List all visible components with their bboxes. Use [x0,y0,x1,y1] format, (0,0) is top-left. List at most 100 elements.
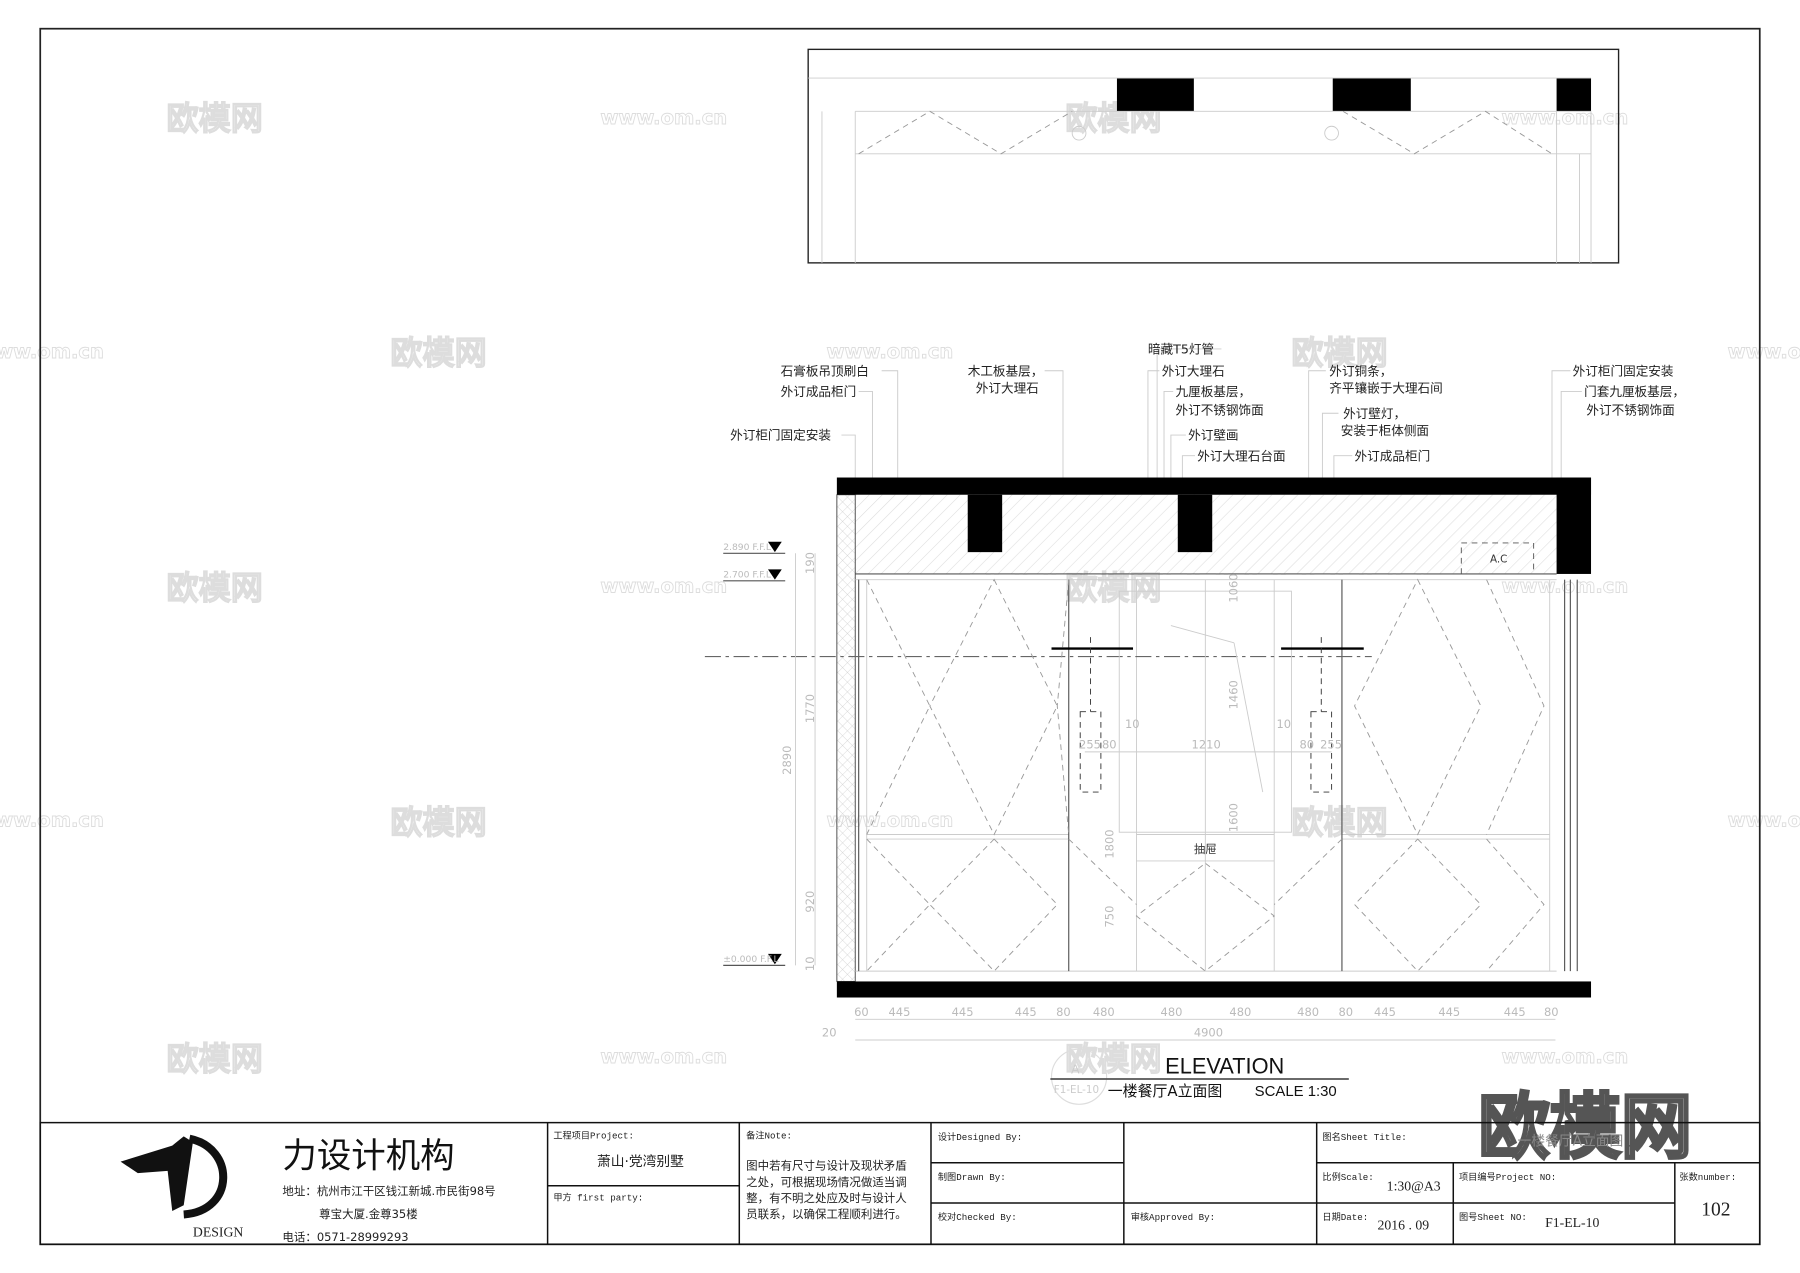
svg-text:整，有不明之处应及时与设计人: 整，有不明之处应及时与设计人 [746,1191,907,1205]
svg-text:比例Scale:: 比例Scale: [1322,1171,1373,1183]
svg-text:设计Designed By:: 设计Designed By: [938,1131,1022,1143]
svg-text:www.om.cn: www.om.cn [0,808,104,831]
svg-text:图号Sheet NO:: 图号Sheet NO: [1459,1212,1527,1223]
svg-text:萧山·党湾别墅: 萧山·党湾别墅 [597,1153,684,1170]
svg-text:张数number:: 张数number: [1679,1171,1736,1183]
svg-text:1:30@A3: 1:30@A3 [1387,1178,1441,1193]
svg-text:欧模网: 欧模网 [1291,803,1387,841]
svg-text:外订不锈钢饰面: 外订不锈钢饰面 [1175,402,1263,417]
svg-text:A.C: A.C [1490,553,1507,565]
drawing-title: A F1-EL-10 ELEVATION 一楼餐厅A立面图 SCALE 1:30 [1050,1048,1349,1105]
svg-text:80: 80 [1338,1005,1353,1019]
svg-text:外订柜门固定安装: 外订柜门固定安装 [1573,363,1674,378]
svg-text:审核Approved By:: 审核Approved By: [1131,1211,1215,1223]
svg-text:4900: 4900 [1194,1026,1223,1040]
svg-text:欧模网: 欧模网 [1291,334,1387,372]
title-block [39,1121,1761,1246]
svg-text:电话：0571-28999293: 电话：0571-28999293 [282,1230,408,1244]
svg-text:10: 10 [1125,717,1140,731]
svg-text:项目编号Project NO:: 项目编号Project NO: [1459,1171,1556,1183]
svg-text:一楼餐厅A立面图: 一楼餐厅A立面图 [1108,1082,1223,1100]
svg-text:外订壁画: 外订壁画 [1188,428,1238,443]
svg-text:750: 750 [1103,906,1117,928]
svg-text:102: 102 [1701,1200,1730,1221]
svg-text:480: 480 [1297,1005,1319,1019]
svg-text:2.890 F.F.L: 2.890 F.F.L [723,542,772,553]
svg-text:门套九厘板基层，: 门套九厘板基层， [1584,384,1685,399]
svg-text:之处，可根据现场情况做适当调: 之处，可根据现场情况做适当调 [746,1175,907,1189]
svg-text:F1-EL-10: F1-EL-10 [1545,1215,1599,1230]
svg-text:±0.000 F.F.L: ±0.000 F.F.L [723,954,779,965]
svg-text:255: 255 [1079,737,1101,751]
svg-text:外订成品柜门: 外订成品柜门 [781,384,857,399]
svg-text:图中若有尺寸与设计及现状矛盾: 图中若有尺寸与设计及现状矛盾 [746,1159,907,1173]
svg-text:10: 10 [803,957,817,972]
svg-text:工程项目Project:: 工程项目Project: [553,1131,634,1142]
svg-text:外订成品柜门: 外订成品柜门 [1355,448,1431,463]
svg-text:445: 445 [952,1005,974,1019]
svg-text:欧模网: 欧模网 [390,803,486,841]
svg-text:www.om.cn: www.om.cn [827,808,954,831]
svg-text:欧模网: 欧模网 [390,334,486,372]
svg-text:力设计机构: 力设计机构 [282,1136,454,1176]
svg-text:445: 445 [1504,1005,1526,1019]
svg-text:2016 . 09: 2016 . 09 [1378,1217,1430,1232]
svg-text:欧模网: 欧模网 [167,100,263,138]
elevation-view: A.C 抽屉 [704,477,1592,998]
ceiling-plan-view [807,48,1620,264]
svg-text:欧模网: 欧模网 [1065,569,1161,607]
svg-text:www.om.cn: www.om.cn [600,1045,727,1068]
svg-text:www.om.cn: www.om.cn [1501,1045,1628,1068]
svg-text:外订大理石: 外订大理石 [976,381,1039,396]
svg-text:安装于柜体侧面: 安装于柜体侧面 [1341,423,1429,438]
svg-text:地址：杭州市江干区钱江新城.市民街98号: 地址：杭州市江干区钱江新城.市民街98号 [282,1184,495,1198]
svg-text:www.om.cn: www.om.cn [600,574,727,597]
svg-text:外订柜门固定安装: 外订柜门固定安装 [730,428,831,443]
svg-text:欧模网: 欧模网 [167,1040,263,1078]
svg-text:齐平镶嵌于大理石间: 齐平镶嵌于大理石间 [1329,381,1443,396]
svg-text:1060: 1060 [1226,573,1240,602]
svg-text:外订大理石台面: 外订大理石台面 [1197,448,1285,463]
svg-text:1460: 1460 [1226,680,1240,709]
watermarks: 欧模网 www.om.cn 欧模网 www.om.cn 欧模网 www.om.c… [0,99,1800,1170]
svg-text:80: 80 [1056,1005,1071,1019]
svg-text:欧模网: 欧模网 [167,569,263,607]
svg-text:制图Drawn By:: 制图Drawn By: [938,1171,1006,1183]
svg-text:www.om.cn: www.om.cn [0,340,104,363]
svg-text:20: 20 [822,1026,837,1040]
svg-text:www.om.cn: www.om.cn [1728,808,1800,831]
svg-text:外订壁灯，: 外订壁灯， [1343,406,1406,421]
svg-text:F1-EL-10: F1-EL-10 [1054,1084,1099,1096]
svg-text:2.700 F.F.L: 2.700 F.F.L [723,569,772,580]
svg-text:1800: 1800 [1103,829,1117,858]
svg-text:外订大理石: 外订大理石 [1162,363,1225,378]
level-markers: 2.890 F.F.L 2.700 F.F.L ±0.000 F.F.L 190… [723,541,817,972]
svg-text:445: 445 [1438,1005,1460,1019]
svg-text:80: 80 [1544,1005,1559,1019]
svg-text:甲方 first party:: 甲方 first party: [553,1192,643,1204]
svg-text:外订不锈钢饰面: 外订不锈钢饰面 [1586,402,1674,417]
svg-text:石膏板吊顶刷白: 石膏板吊顶刷白 [781,363,869,378]
svg-text:九厘板基层，: 九厘板基层， [1175,384,1251,399]
svg-text:www.om.cn: www.om.cn [827,340,954,363]
svg-text:445: 445 [889,1005,911,1019]
svg-text:暗藏T5灯管: 暗藏T5灯管 [1148,342,1214,357]
material-annotations: 石膏板吊顶刷白 外订成品柜门 外订柜门固定安装 木工板基层， 外订大理石 暗藏T… [730,342,1685,478]
svg-text:80: 80 [1102,737,1117,751]
svg-text:校对Checked By:: 校对Checked By: [938,1211,1017,1223]
svg-text:www.om.cn: www.om.cn [1728,340,1800,363]
svg-text:日期Date:: 日期Date: [1322,1212,1368,1223]
svg-text:SCALE 1:30: SCALE 1:30 [1255,1083,1337,1100]
svg-text:一楼餐厅A立面图: 一楼餐厅A立面图 [1518,1134,1624,1150]
svg-text:255: 255 [1320,737,1342,751]
svg-text:ELEVATION: ELEVATION [1165,1053,1284,1078]
title-block-content: DESIGN 力设计机构 地址：杭州市江干区钱江新城.市民街98号 尊宝大厦.金… [120,1130,1736,1244]
svg-text:备注Note:: 备注Note: [746,1130,792,1142]
svg-text:10: 10 [1277,717,1292,731]
svg-text:1210: 1210 [1192,737,1221,751]
svg-text:445: 445 [1374,1005,1396,1019]
svg-text:DESIGN: DESIGN [193,1224,244,1239]
svg-text:外订铜条，: 外订铜条， [1329,363,1392,378]
svg-text:80: 80 [1299,737,1314,751]
svg-text:445: 445 [1015,1005,1037,1019]
